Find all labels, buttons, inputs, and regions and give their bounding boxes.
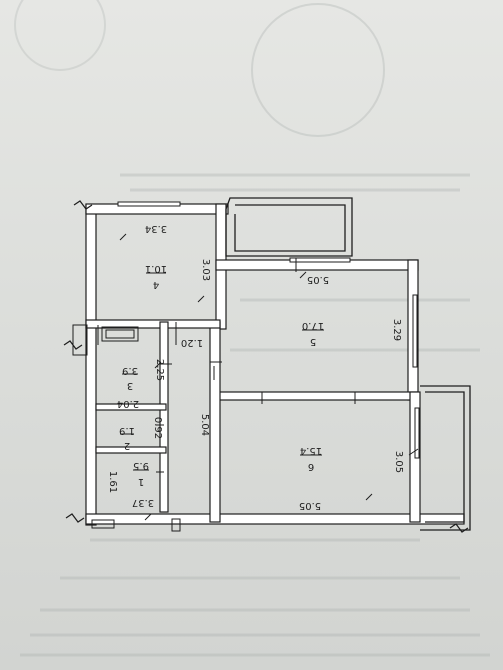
wall-bath-partition — [159, 321, 169, 513]
dim-room3-width: 2.04 — [117, 398, 139, 409]
dim-room6-depth: 3.05 — [393, 451, 404, 473]
dim-room6-width: 5.05 — [299, 500, 321, 511]
windows — [117, 201, 420, 459]
dim-room3-depth: 2.25 — [154, 359, 165, 381]
dimension-ticks — [119, 233, 419, 521]
bath-fixtures — [72, 324, 181, 532]
room-6-area: 15.4 — [300, 445, 322, 456]
balconies — [225, 197, 471, 531]
wall-bottom — [85, 513, 465, 525]
room-labels: 10.1 4 17.0 5 3.9 3 1.9 2 9.5 1 15.4 6 — [119, 263, 324, 487]
background-text — [20, 173, 490, 657]
dimension-labels: 3.34 3.03 5.05 1.20 3.29 2.25 2.04 0.92 … — [107, 223, 404, 511]
window-room5-right — [412, 294, 418, 368]
dim-corridor-width: 1.20 — [181, 337, 203, 348]
background-stamp — [251, 3, 385, 137]
balcony-top — [225, 197, 353, 257]
window-room4 — [117, 201, 181, 207]
window-room5-top — [289, 257, 351, 263]
room-1-number: 1 — [138, 476, 144, 487]
balcony-right-inner — [425, 391, 465, 523]
dim-room4-width: 3.34 — [145, 223, 167, 234]
background-stamp-2 — [14, 0, 106, 71]
dim-room5-width: 5.05 — [307, 274, 329, 285]
balcony-right — [420, 385, 471, 531]
room-5-number: 5 — [310, 336, 316, 347]
wall-left — [85, 204, 97, 526]
room-2-number: 2 — [124, 440, 130, 451]
dim-room4-depth: 3.03 — [200, 259, 211, 281]
window-room6-right — [414, 407, 420, 459]
room-4-number: 4 — [153, 279, 159, 290]
dim-room5-depth: 3.29 — [391, 319, 402, 341]
room-6-number: 6 — [308, 461, 314, 472]
break-marks — [63, 200, 469, 533]
dim-room1-width: 3.37 — [132, 497, 154, 508]
room-5-area: 17.0 — [302, 320, 324, 331]
wall-room2-room1 — [95, 446, 167, 454]
doors — [97, 258, 356, 473]
dim-corridor-length: 5.04 — [199, 414, 210, 436]
dim-room2-depth: 0.92 — [152, 417, 163, 439]
wall-room3-room2 — [95, 403, 167, 411]
wall-room5-room6 — [215, 391, 419, 401]
room-3-area: 3.9 — [122, 365, 138, 376]
room-4-area: 10.1 — [145, 263, 167, 274]
wall-room4-bottom — [85, 319, 221, 329]
dim-room1-depth: 1.61 — [107, 471, 118, 493]
room-3-number: 3 — [127, 380, 133, 391]
wall-interior-vertical — [209, 321, 221, 523]
room-2-area: 1.9 — [119, 425, 135, 436]
room-1-area: 9.5 — [133, 460, 149, 471]
